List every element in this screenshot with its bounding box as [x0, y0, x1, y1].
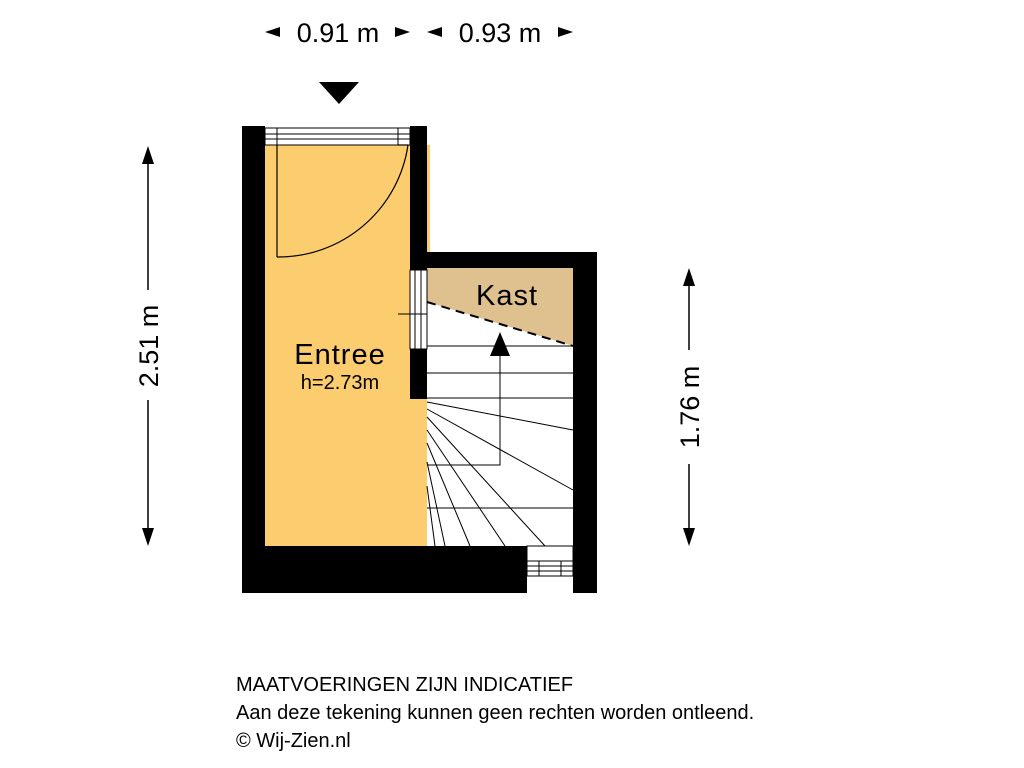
dim-top-right-label: 0.93 m — [459, 18, 542, 48]
dim-left-arrow-top — [142, 146, 154, 164]
door-swing — [276, 144, 409, 258]
dim-left-arrow-bottom — [142, 528, 154, 546]
kast-room — [427, 268, 573, 346]
dim-top-right-arrow-left — [427, 27, 442, 37]
stair-direction-arrow — [490, 332, 510, 356]
footer-copyright: © Wij-Zien.nl — [236, 730, 351, 752]
dim-right-arrow-bottom — [683, 528, 695, 546]
kast-divider — [426, 301, 574, 347]
dim-right-label: 1.76 m — [675, 366, 705, 449]
footer: MAATVOERINGEN ZIJN INDICATIEF Aan deze t… — [236, 671, 754, 755]
bottom-window — [526, 545, 574, 577]
entree-height-label: h=2.73m — [301, 372, 379, 394]
kast-label: Kast — [476, 280, 538, 312]
entree-label: Entree — [294, 339, 385, 371]
dim-right-arrow-top — [683, 268, 695, 286]
entree-room — [265, 145, 430, 546]
dim-top-left-label: 0.91 m — [297, 18, 380, 48]
dim-top-left-arrow-right — [395, 27, 410, 37]
walls — [242, 126, 597, 593]
entrance-marker-icon — [319, 82, 359, 104]
dim-top-right-arrow-right — [558, 27, 573, 37]
dim-top-left-arrow-left — [265, 27, 280, 37]
dim-left-label: 2.51 m — [134, 305, 164, 388]
footer-disclaimer-title: MAATVOERINGEN ZIJN INDICATIEF — [236, 674, 574, 696]
top-window — [264, 127, 411, 146]
footer-disclaimer-text: Aan deze tekening kunnen geen rechten wo… — [236, 702, 755, 724]
side-window — [398, 269, 428, 350]
